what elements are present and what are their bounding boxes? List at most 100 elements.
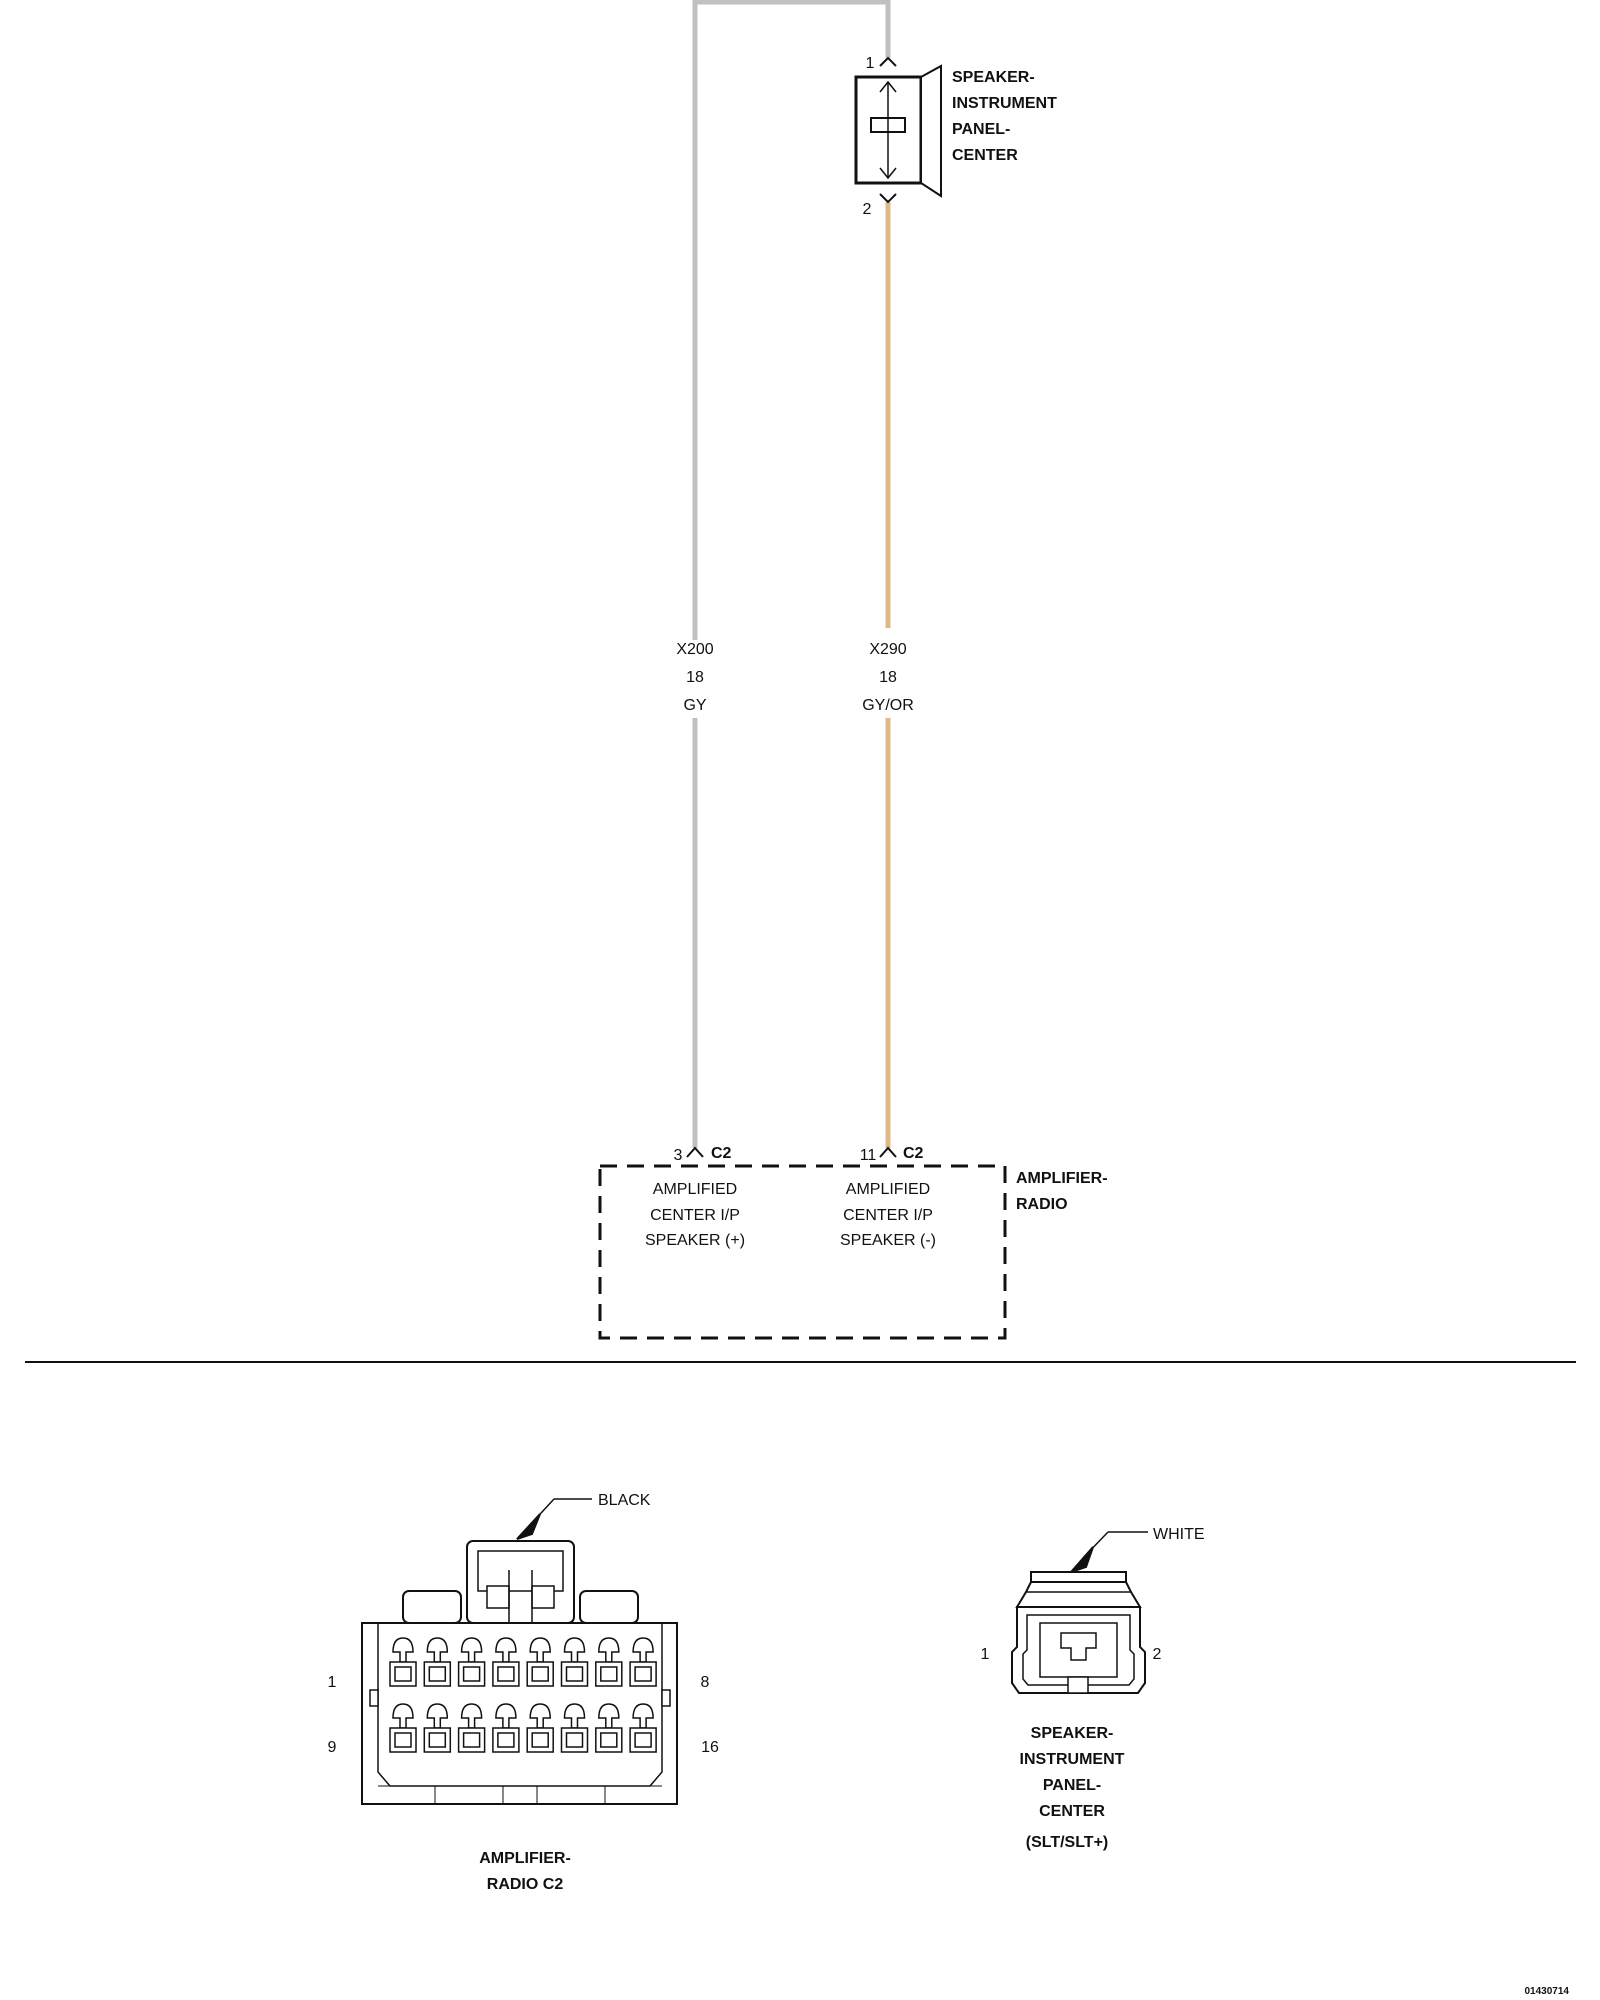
c2-cavity-terminal xyxy=(394,1666,412,1682)
c2-cavity-4 xyxy=(492,1637,520,1687)
wire-x200-upper xyxy=(692,0,891,640)
c2-cavity-16 xyxy=(629,1703,657,1753)
c2-color-label: BLACK xyxy=(598,1492,651,1509)
c2-cavity-latch xyxy=(460,1637,483,1663)
c2-body-outer xyxy=(361,1622,678,1805)
c2-cavity-latch xyxy=(598,1703,620,1729)
c2-latch-left-tab xyxy=(486,1585,510,1609)
amplifier-label-line-1: AMPLIFIER- xyxy=(1016,1170,1108,1187)
spk-connector-title-line-1: SPEAKER- xyxy=(1031,1725,1114,1742)
c2-cavity-14 xyxy=(560,1703,589,1753)
amp-pin11-terminal xyxy=(879,1146,897,1158)
c2-cavity-terminal xyxy=(600,1666,618,1682)
c2-pin-label-1: 1 xyxy=(328,1674,337,1691)
amp-pin-3-desc-3: SPEAKER (+) xyxy=(645,1232,745,1249)
c2-left-ear xyxy=(402,1590,462,1624)
c2-cavity-2 xyxy=(423,1637,452,1687)
speaker-pin1-terminal xyxy=(879,56,897,67)
speaker-pin-1: 1 xyxy=(866,55,875,72)
amp-pin-11-desc-3: SPEAKER (-) xyxy=(840,1232,936,1249)
wire-gauge-x290: 18 xyxy=(879,669,897,686)
spk-callout-arrowhead xyxy=(1067,1546,1094,1575)
wire-x200 xyxy=(692,0,891,1148)
c2-cavity-latch xyxy=(392,1703,414,1729)
amp-pin3-terminal xyxy=(686,1146,704,1158)
c2-cavity-5 xyxy=(526,1637,554,1687)
spk-body-inner xyxy=(1022,1614,1135,1686)
c2-cavity-terminal xyxy=(531,1732,549,1748)
c2-cavity-latch xyxy=(529,1637,551,1663)
c2-cavity-1 xyxy=(389,1637,417,1687)
c2-cavity-7 xyxy=(595,1637,623,1687)
c2-cavity-terminal xyxy=(428,1732,447,1748)
figure-id: 01430714 xyxy=(1525,1986,1570,1997)
spk-center-key xyxy=(1060,1632,1097,1661)
speaker-label-line-4: CENTER xyxy=(952,147,1018,164)
c2-cavity-terminal xyxy=(565,1732,584,1748)
c2-cavity-terminal xyxy=(565,1666,584,1682)
spk-bottom-key xyxy=(1067,1676,1089,1694)
c2-latch-outer xyxy=(466,1540,575,1624)
c2-cavity-terminal xyxy=(462,1666,481,1682)
speaker-label-line-2: INSTRUMENT xyxy=(952,95,1057,112)
spk-connector-title-line-4: CENTER xyxy=(1039,1803,1105,1820)
c2-cavity-8 xyxy=(629,1637,657,1687)
wire-circuit-x200: X200 xyxy=(676,641,713,658)
amp-pin-3-desc-2: CENTER I/P xyxy=(650,1207,740,1224)
c2-cavity-latch xyxy=(563,1637,586,1663)
c2-cavity-15 xyxy=(595,1703,623,1753)
c2-cavity-11 xyxy=(457,1703,486,1753)
c2-cavity-latch xyxy=(563,1703,586,1729)
c2-cavity-3 xyxy=(457,1637,486,1687)
c2-cavity-terminal xyxy=(600,1732,618,1748)
spk-latch-top xyxy=(1030,1571,1127,1583)
amp-pin-3-connector: C2 xyxy=(711,1145,732,1162)
spk-connector-color-label: WHITE xyxy=(1153,1526,1205,1543)
speaker-pin-2: 2 xyxy=(863,201,872,218)
c2-callout-arrowhead xyxy=(516,1513,541,1540)
c2-cavity-terminal xyxy=(634,1666,652,1682)
connector-speaker-ip-center: WHITE 1 2 SPEAKER- INSTRUMENT PANEL- CEN… xyxy=(981,1526,1205,1851)
c2-cavity-9 xyxy=(389,1703,417,1753)
c2-cavity-12 xyxy=(492,1703,520,1753)
c2-cavity-terminal xyxy=(531,1666,549,1682)
speaker-label-line-3: PANEL- xyxy=(952,121,1010,138)
c2-cavity-latch xyxy=(460,1703,483,1729)
c2-cavity-13 xyxy=(526,1703,554,1753)
spk-connector-title-line-2: INSTRUMENT xyxy=(1020,1751,1125,1768)
amp-pin-3-desc-1: AMPLIFIED xyxy=(653,1181,737,1198)
c2-cavity-terminal xyxy=(497,1666,515,1682)
c2-right-notch xyxy=(661,1689,671,1707)
wire-label-x200: X200 18 GY xyxy=(676,641,713,714)
amplifier-dashed-box xyxy=(598,1164,1007,1340)
c2-left-notch xyxy=(369,1689,379,1707)
c2-cavity-latch xyxy=(632,1703,654,1729)
c2-cavity-terminal xyxy=(394,1732,412,1748)
c2-cavity-6 xyxy=(560,1637,589,1687)
spk-hood xyxy=(1015,1581,1142,1608)
c2-cavity-latch xyxy=(529,1703,551,1729)
c2-latch-inner xyxy=(477,1550,564,1592)
spk-connector-pin-1: 1 xyxy=(981,1646,990,1663)
connector-amplifier-radio-c2: BLACK 1 8 9 16 AMPLIFIER- RADIO C2 xyxy=(328,1492,719,1893)
c2-cavity-latch xyxy=(632,1637,654,1663)
c2-cavity-latch xyxy=(426,1637,449,1663)
c2-right-ear xyxy=(579,1590,639,1624)
spk-connector-title-line-5: (SLT/SLT+) xyxy=(1026,1834,1109,1851)
c2-cavity-latch xyxy=(598,1637,620,1663)
amplifier-radio-module: 3 C2 11 C2 AMPLIFIED CENTER I/P SPEAKER … xyxy=(598,1145,1108,1340)
c2-cavity-10 xyxy=(423,1703,452,1753)
speaker-arrow-up xyxy=(879,80,897,93)
c2-cavity-terminal xyxy=(497,1732,515,1748)
c2-cavity-latch xyxy=(426,1703,449,1729)
c2-cavity-latch xyxy=(495,1637,517,1663)
amp-pin-3-number: 3 xyxy=(674,1147,683,1164)
wire-circuit-x290: X290 xyxy=(869,641,906,658)
amplifier-label-line-2: RADIO xyxy=(1016,1196,1068,1213)
c2-cavity-terminal xyxy=(634,1732,652,1748)
c2-title-line-1: AMPLIFIER- xyxy=(479,1850,571,1867)
c2-cavity-latch xyxy=(495,1703,517,1729)
wire-color-x290: GY/OR xyxy=(862,697,914,714)
amp-pin-11-desc-2: CENTER I/P xyxy=(843,1207,933,1224)
